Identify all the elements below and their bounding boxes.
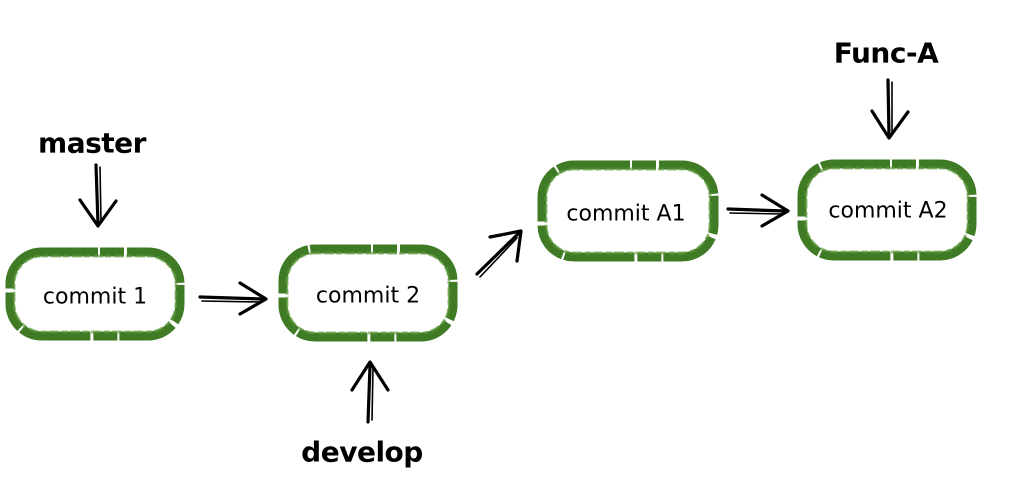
- arrow-develop-to-commit-2: [350, 360, 390, 424]
- arrow-commit-a1-to-commit-a2: [726, 193, 790, 228]
- node-commit-1: commit 1: [5, 247, 185, 341]
- branch-label-master: master: [38, 127, 147, 160]
- branch-func-a: Func-A: [834, 37, 940, 140]
- node-label-commit-a1: commit A1: [566, 202, 685, 227]
- arrow-func-a-to-commit-a2: [870, 78, 910, 140]
- node-label-commit-1: commit 1: [43, 285, 147, 310]
- branch-master: master: [38, 127, 147, 228]
- node-label-commit-a2: commit A2: [828, 199, 947, 224]
- node-commit-a1: commit A1: [537, 160, 719, 262]
- node-commit-2: commit 2: [278, 244, 458, 342]
- arrow-master-to-commit-1: [78, 163, 118, 228]
- branch-label-func-a: Func-A: [834, 37, 939, 70]
- node-commit-a2: commit A2: [797, 159, 977, 261]
- node-label-commit-2: commit 2: [316, 284, 420, 309]
- branch-develop: develop: [301, 360, 423, 469]
- arrow-commit-2-to-commit-a1: [475, 229, 523, 278]
- branch-label-develop: develop: [301, 436, 423, 469]
- arrow-commit-1-to-commit-2: [198, 281, 268, 316]
